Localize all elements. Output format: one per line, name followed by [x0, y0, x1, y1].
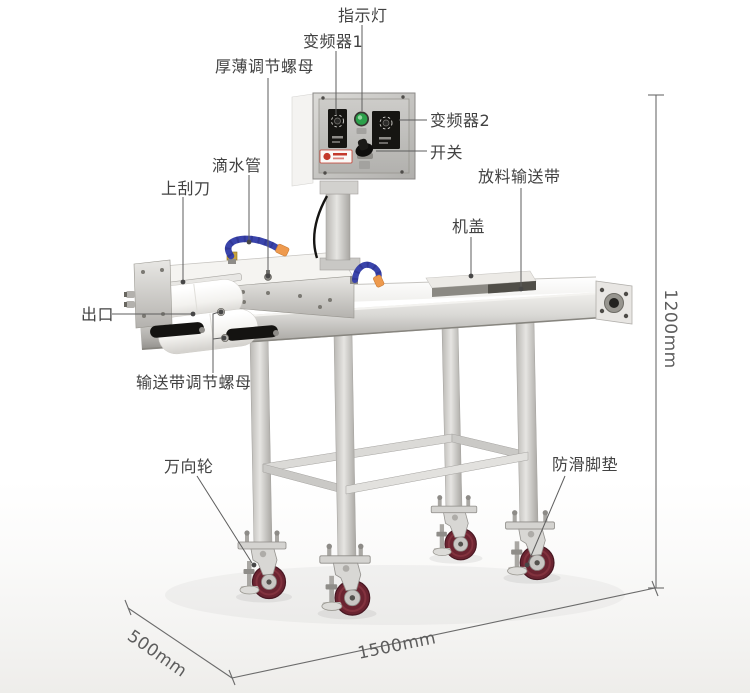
leader-dots	[180, 239, 530, 568]
belt-end-roller	[595, 280, 633, 325]
callout-anti-slip-foot-pad: 防滑脚垫	[552, 455, 619, 474]
leader-lines	[112, 25, 566, 564]
floor	[0, 480, 750, 693]
control-box	[291, 92, 416, 187]
indicator-light-part	[354, 111, 369, 134]
callout-inverter-2: 变频器2	[430, 111, 491, 130]
callout-universal-wheel: 万向轮	[164, 457, 214, 476]
dimension-height: 1200mm	[660, 289, 680, 369]
machine-head	[124, 251, 355, 355]
callout-indicator-light: 指示灯	[338, 6, 388, 25]
inverter-2-part	[372, 111, 400, 149]
inverter-1-part	[328, 109, 347, 148]
power-switch-part	[355, 138, 374, 169]
table-legs	[249, 321, 539, 562]
drip-pipe-right	[350, 261, 385, 288]
callout-belt-adjust-nut: 输送带调节螺母	[136, 373, 252, 392]
callout-thickness-nut: 厚薄调节螺母	[215, 57, 315, 76]
callout-upper-scraper: 上刮刀	[161, 179, 211, 198]
callout-outlet: 出口	[81, 305, 115, 324]
callout-drip-pipe: 滴水管	[212, 156, 262, 175]
callout-inverter-1: 变频器1	[303, 32, 364, 51]
drip-pipe-left	[225, 235, 290, 264]
power-cable	[313, 195, 329, 259]
machine-cover-part	[425, 270, 537, 297]
brand-logo	[319, 149, 353, 164]
dimension-lines	[124, 94, 664, 686]
support-column	[313, 180, 361, 271]
callout-feeding-conveyor: 放料输送带	[478, 167, 561, 186]
callout-power-switch: 开关	[430, 143, 464, 162]
callout-machine-cover: 机盖	[452, 217, 486, 236]
